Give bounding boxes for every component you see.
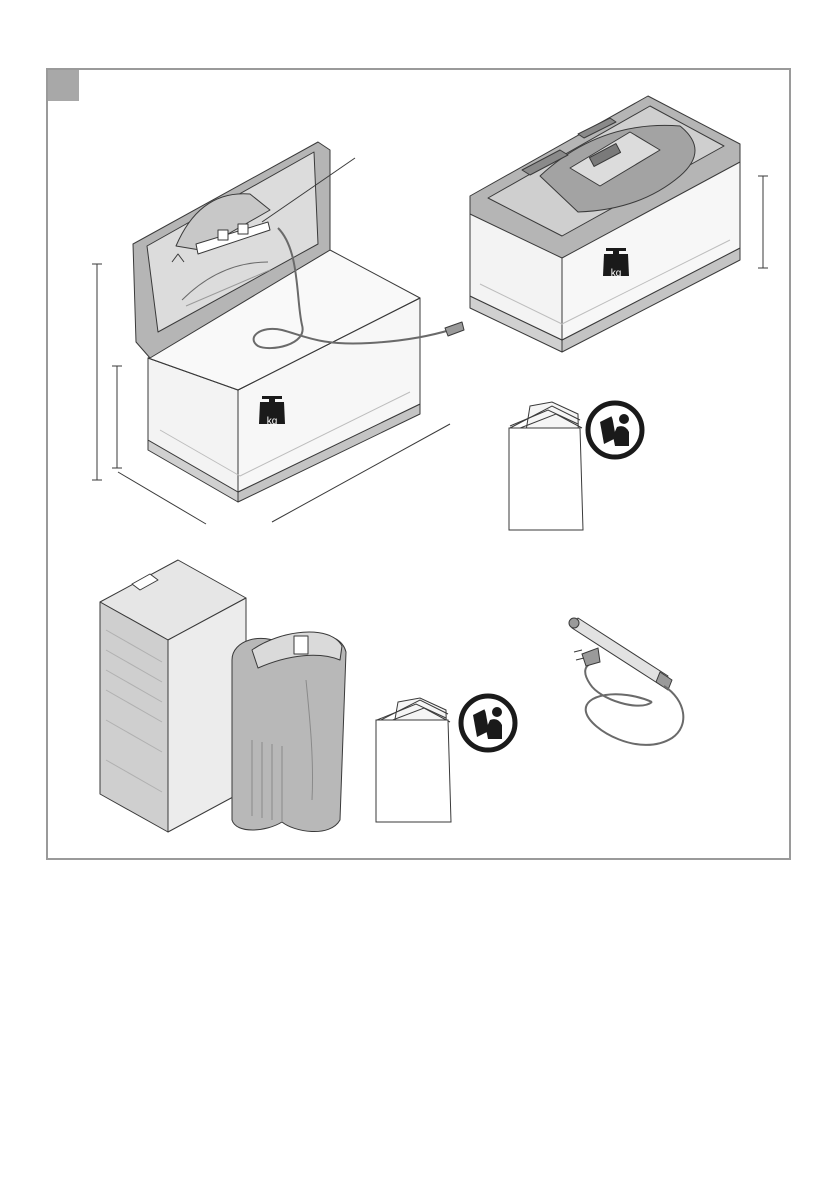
manual-booklet (509, 402, 583, 530)
read-manual-icon (461, 696, 515, 750)
power-plug (574, 648, 600, 666)
read-manual-icon (588, 403, 642, 457)
weight-label: kg (611, 268, 622, 279)
heater (569, 618, 683, 745)
filter (232, 632, 346, 832)
manual-booklet (376, 698, 451, 822)
aquarium-closed-lid (470, 96, 768, 352)
weight-label: kg (267, 416, 278, 427)
filter-packaging (100, 560, 246, 832)
aquarium-open-lid (92, 142, 464, 524)
